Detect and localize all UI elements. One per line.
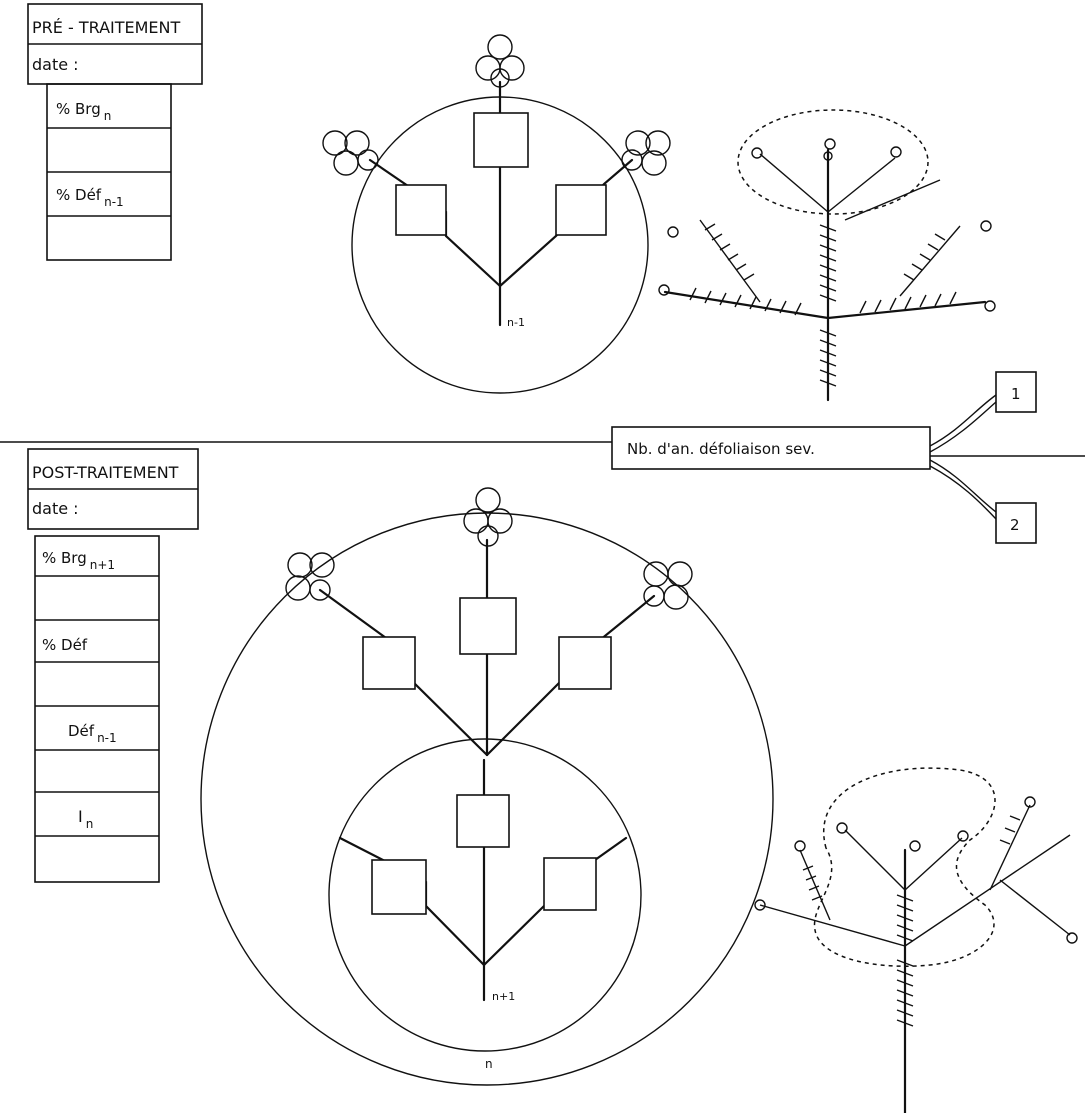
post-outer-label: n	[485, 1057, 493, 1071]
post-right-box	[558, 636, 612, 690]
post-left-box	[362, 636, 416, 690]
post-treatment-table	[34, 535, 160, 883]
post-treatment-date-label: date :	[32, 499, 79, 518]
post-inner-circle	[328, 738, 642, 1052]
defoliation-option-1-label: 1	[1011, 385, 1021, 403]
post-fir-branch-sketch	[754, 767, 1078, 1113]
post-outer-circle	[200, 512, 774, 1086]
pre-left-bud-cluster	[322, 130, 379, 176]
defoliation-box	[611, 426, 931, 470]
pre-treatment-title: PRÉ - TRAITEMENT	[32, 18, 180, 37]
defoliation-option-2[interactable]	[995, 502, 1037, 544]
pre-top-bud-cluster	[475, 34, 525, 88]
post-treatment-title: POST-TRAITEMENT	[32, 463, 179, 482]
pre-right-bud-cluster	[621, 130, 671, 176]
pre-right-box	[555, 184, 607, 236]
post-top-bud-cluster	[463, 487, 513, 547]
pre-top-box	[473, 112, 529, 168]
pre-left-box	[395, 184, 447, 236]
pre-branch-diagram: n-1	[322, 34, 671, 394]
defoliation-selector: Nb. d'an. défoliaison sev. 1 2	[611, 371, 1037, 544]
post-right-bud-cluster	[643, 561, 693, 610]
pre-stem-label: n-1	[507, 316, 525, 329]
post-branch-diagram: n+1 n	[200, 487, 774, 1086]
defoliation-label: Nb. d'an. défoliaison sev.	[627, 440, 815, 458]
post-inner-top-box	[456, 794, 510, 848]
defoliation-option-1[interactable]	[995, 371, 1037, 413]
post-top-box	[459, 597, 517, 655]
post-row-def: % Déf	[42, 636, 88, 654]
post-inner-right-box	[543, 857, 597, 911]
post-left-bud-cluster	[285, 552, 335, 601]
pre-treatment-date-label: date :	[32, 55, 79, 74]
post-inner-left-box	[371, 859, 427, 915]
pre-fir-branch-sketch	[658, 109, 996, 402]
defoliation-option-2-label: 2	[1010, 516, 1020, 534]
post-inner-stem-label: n+1	[492, 990, 515, 1003]
